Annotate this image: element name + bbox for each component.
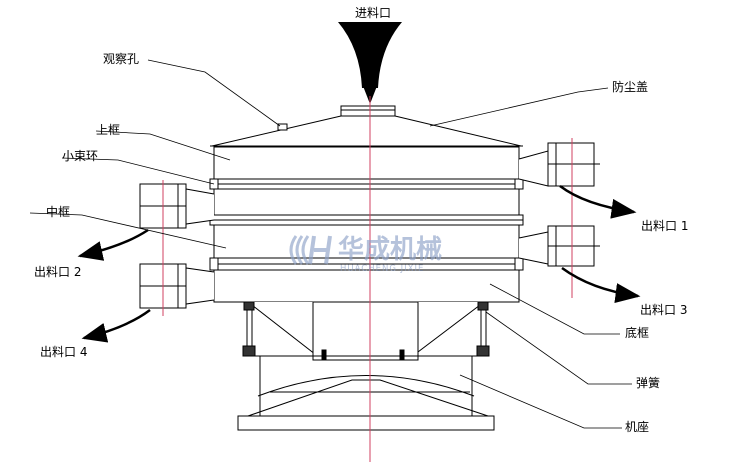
flow-arrows <box>77 185 641 343</box>
outlet-4-spout <box>139 263 215 309</box>
watermark-logo: 华成机械 HUACHENG JIXIE <box>289 234 442 274</box>
watermark-cn: 华成机械 <box>338 234 442 265</box>
label-outlet-1: 出料口 1 <box>641 219 688 233</box>
label-outlet-4: 出料口 4 <box>40 345 87 359</box>
leader-lines <box>29 59 632 429</box>
outlet-3-spout <box>518 225 600 267</box>
arrow-outlet-1 <box>559 185 637 219</box>
dust-cover <box>210 105 523 147</box>
outlet-2-spout <box>139 183 215 229</box>
arrow-outlet-3 <box>561 266 641 304</box>
upper-frame <box>213 146 520 180</box>
label-bottom-frame: 底框 <box>625 325 649 340</box>
screen-frame-1 <box>213 188 520 216</box>
label-small-clamp-ring: 小束环 <box>62 149 98 163</box>
arrow-outlet-2 <box>77 228 149 261</box>
label-outlet-3: 出料口 3 <box>640 303 687 317</box>
label-dust-cover: 防尘盖 <box>612 79 648 94</box>
outlet-1-spout <box>518 142 600 187</box>
axis-lines <box>162 96 573 462</box>
watermark-h-icon <box>289 235 332 265</box>
label-upper-frame: 上框 <box>96 123 120 137</box>
label-inlet: 进料口 <box>355 6 391 20</box>
inlet-funnel <box>338 22 402 104</box>
label-spring: 弹簧 <box>636 375 660 390</box>
spring-left <box>242 301 256 357</box>
clamp-ring-middle <box>209 214 524 226</box>
machine-base <box>237 355 495 431</box>
motor-housing <box>312 301 419 361</box>
clamp-ring-upper <box>209 178 524 190</box>
spring-right <box>476 301 490 357</box>
label-middle-frame: 中框 <box>46 204 70 219</box>
label-base: 机座 <box>625 419 649 434</box>
label-outlet-2: 出料口 2 <box>34 265 81 279</box>
label-sight-hole: 观察孔 <box>103 52 139 66</box>
watermark-en: HUACHENG JIXIE <box>340 264 424 274</box>
arrow-outlet-4 <box>81 308 151 343</box>
